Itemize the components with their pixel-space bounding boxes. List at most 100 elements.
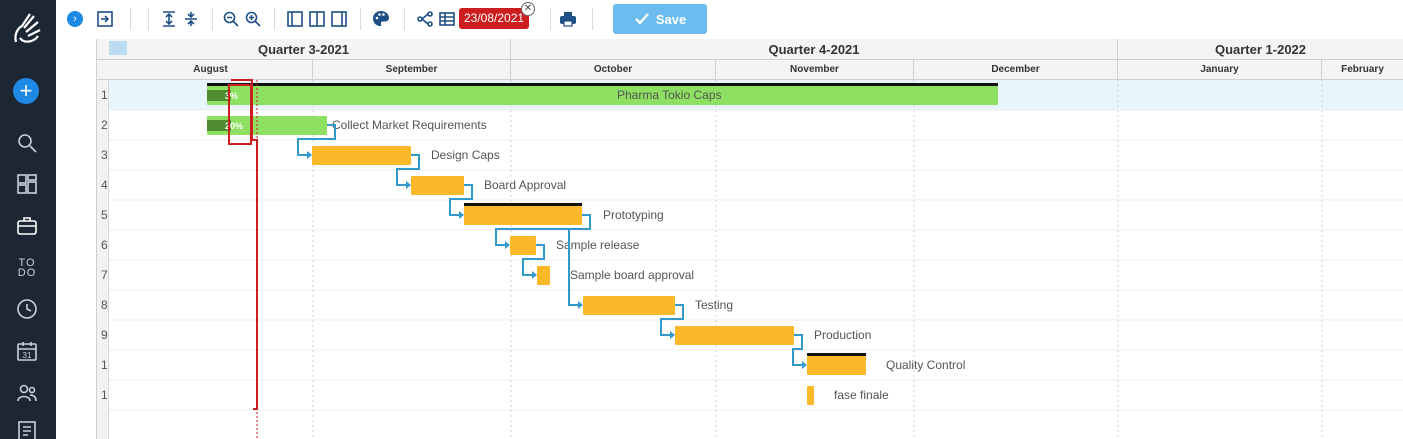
layout-left-icon[interactable] <box>286 9 304 29</box>
task-label: Pharma Tokio Caps <box>617 88 722 102</box>
layout-split-icon[interactable] <box>308 9 326 29</box>
row-number: 1 <box>101 358 108 372</box>
dependency-link <box>568 214 591 306</box>
progress-label: 20% <box>225 121 243 131</box>
row-number: 1 <box>101 388 108 402</box>
quarter-header: Quarter 4-2021 <box>511 39 1118 60</box>
month-header: September <box>313 60 511 80</box>
hand-logo-icon[interactable] <box>10 8 46 48</box>
month-header: August <box>109 60 313 80</box>
status-date-box <box>228 84 252 145</box>
notes-icon[interactable] <box>12 416 42 439</box>
task-label: Testing <box>695 298 733 312</box>
progress-label: 3% <box>225 91 238 101</box>
check-icon <box>634 13 649 25</box>
dependency-arrow <box>670 331 675 339</box>
collapse-all-icon[interactable] <box>182 9 200 29</box>
calendar-day: 31 <box>23 351 32 360</box>
dependency-arrow <box>505 241 510 249</box>
task-bar <box>207 116 327 135</box>
row-number: 5 <box>101 208 108 222</box>
toolbar-divider <box>274 8 275 30</box>
toolbar-divider <box>592 8 593 30</box>
add-button[interactable]: + <box>13 78 39 104</box>
zoom-out-icon[interactable] <box>222 9 240 29</box>
expand-header-icon[interactable] <box>109 41 127 55</box>
status-date-badge[interactable]: 23/08/2021 <box>459 8 530 29</box>
briefcase-icon[interactable] <box>12 211 42 241</box>
task-label: Prototyping <box>603 208 664 222</box>
summary-bracket <box>207 83 998 86</box>
month-header-row: August September October November Decemb… <box>97 60 1403 80</box>
toolbar-divider <box>130 8 131 30</box>
gantt-canvas: 3% Pharma Tokio Caps 20% Collect Market Req… <box>109 79 1403 439</box>
quarter-header: Quarter 3-2021 <box>97 39 511 60</box>
task-label: Sample board approval <box>570 268 694 282</box>
task-label: fase finale <box>834 388 889 402</box>
toolbar-divider <box>148 8 149 30</box>
search-icon[interactable] <box>12 128 42 158</box>
task-bar <box>807 356 866 375</box>
toolbar-divider <box>360 8 361 30</box>
task-label: Design Caps <box>431 148 500 162</box>
task-label: Board Approval <box>484 178 566 192</box>
dependency-arrow <box>459 211 464 219</box>
task-label: Collect Market Requirements <box>332 118 487 132</box>
month-header: October <box>511 60 716 80</box>
quarter-header-row: Quarter 3-2021 Quarter 4-2021 Quarter 1-… <box>97 39 1403 60</box>
month-header: December <box>914 60 1118 80</box>
row-number: 6 <box>101 238 108 252</box>
dependency-arrow <box>532 271 537 279</box>
save-label: Save <box>655 11 687 27</box>
exit-panel-icon[interactable] <box>96 9 114 29</box>
dependency-arrow <box>406 181 411 189</box>
summary-bracket <box>464 203 582 206</box>
dependency-link <box>522 244 545 276</box>
summary-bracket <box>807 353 866 356</box>
toolbar-divider <box>404 8 405 30</box>
add-label: + <box>19 78 33 103</box>
dependency-arrow <box>307 151 312 159</box>
layout-right-icon[interactable] <box>330 9 348 29</box>
close-icon[interactable]: ✕ <box>521 2 535 16</box>
toolbar-divider <box>212 8 213 30</box>
critical-path-icon[interactable] <box>416 9 434 29</box>
expand-all-icon[interactable] <box>160 9 178 29</box>
progress-fill <box>207 90 231 101</box>
task-bar <box>510 236 536 255</box>
dependency-link <box>396 154 420 186</box>
calendar-icon[interactable]: 31 <box>12 336 42 366</box>
row-number: 4 <box>101 178 108 192</box>
dashboard-icon[interactable] <box>12 169 42 199</box>
dependency-arrow <box>578 301 583 309</box>
row-number: 7 <box>101 268 108 282</box>
zoom-in-icon[interactable] <box>244 9 262 29</box>
task-bar <box>207 86 998 105</box>
print-icon[interactable] <box>559 9 577 29</box>
palette-icon[interactable] <box>372 9 390 29</box>
task-label: Quality Control <box>886 358 965 372</box>
task-bar <box>464 206 582 225</box>
dependency-link <box>297 124 336 156</box>
save-button[interactable]: Save <box>613 4 707 34</box>
clock-icon[interactable] <box>12 294 42 324</box>
gantt-chart: Quarter 3-2021 Quarter 4-2021 Quarter 1-… <box>96 39 1403 439</box>
row-number: 1 <box>101 88 108 102</box>
status-date-marker <box>231 79 258 410</box>
row-number: 9 <box>101 328 108 342</box>
dependency-arrow <box>802 361 807 369</box>
row-number: 8 <box>101 298 108 312</box>
task-bar <box>537 266 550 285</box>
row-number: 2 <box>101 118 108 132</box>
dependency-link <box>792 334 803 366</box>
chevron-right-icon[interactable]: › <box>67 11 83 27</box>
grid-icon[interactable] <box>438 9 456 29</box>
task-bar <box>675 326 794 345</box>
toolbar: › <box>56 0 1403 38</box>
people-icon[interactable] <box>12 378 42 408</box>
